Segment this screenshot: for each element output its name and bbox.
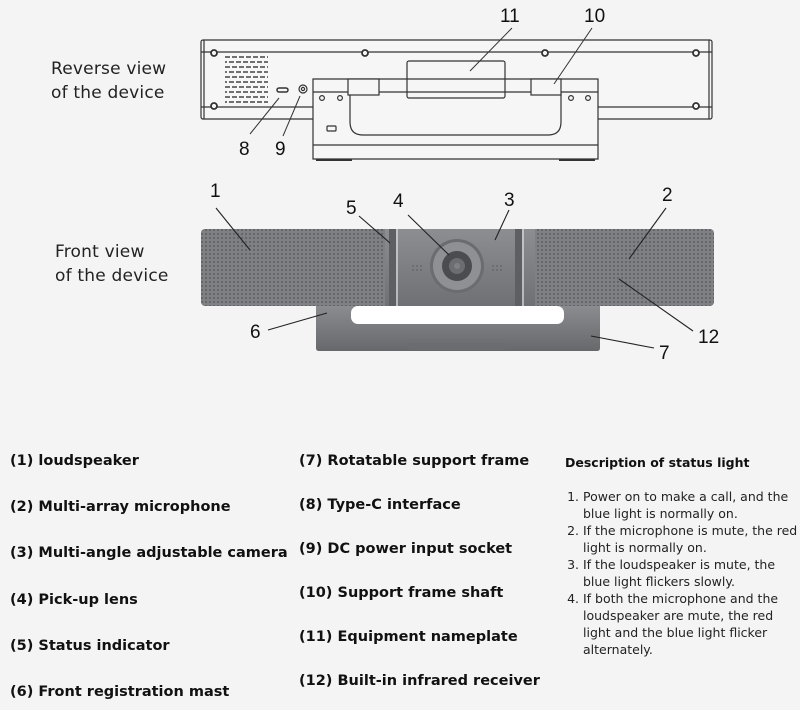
legend-label: Built-in infrared receiver xyxy=(337,673,540,689)
legend-item-6: (6) Front registration mast xyxy=(10,684,229,700)
reverse-view-drawing xyxy=(200,27,713,161)
vent-grille-icon xyxy=(225,56,268,103)
legend-label: DC power input socket xyxy=(327,541,513,557)
status-light-description: Description of status light Power on to … xyxy=(565,455,800,658)
status-light-item: Power on to make a call, and the blue li… xyxy=(583,488,800,522)
callout-3: 3 xyxy=(504,190,515,211)
legend-num: (12) xyxy=(299,673,333,689)
front-view-drawing xyxy=(201,207,714,351)
reverse-view-line1: Reverse view xyxy=(51,59,167,79)
callout-7: 7 xyxy=(659,343,670,364)
legend-label: Front registration mast xyxy=(38,684,230,700)
legend-num: (6) xyxy=(10,684,34,700)
legend-num: (11) xyxy=(299,629,333,645)
legend-num: (10) xyxy=(299,585,333,601)
legend-label: Multi-angle adjustable camera xyxy=(38,545,288,561)
legend-item-1: (1) loudspeaker xyxy=(10,453,139,469)
reverse-view-label: Reverse view of the device xyxy=(51,57,166,105)
mic-holes-icon xyxy=(412,265,502,271)
front-view-line2: of the device xyxy=(55,266,169,286)
legend-label: Rotatable support frame xyxy=(327,453,530,469)
front-view-label: Front view of the device xyxy=(55,240,169,288)
status-light-item: If the loudspeaker is mute, the blue lig… xyxy=(583,556,800,590)
legend-num: (1) xyxy=(10,453,34,469)
legend-num: (8) xyxy=(299,497,323,513)
status-light-list: Power on to make a call, and the blue li… xyxy=(565,488,800,658)
status-light-item: If both the microphone and the loudspeak… xyxy=(583,590,800,658)
legend-label: Pick-up lens xyxy=(38,592,138,608)
legend-label: Multi-array microphone xyxy=(38,499,231,515)
right-speaker-mic xyxy=(530,229,714,306)
legend-num: (7) xyxy=(299,453,323,469)
legend-num: (9) xyxy=(299,541,323,557)
legend-label: loudspeaker xyxy=(38,453,139,469)
status-light-title: Description of status light xyxy=(565,455,750,470)
nameplate-area xyxy=(406,60,506,99)
legend-num: (4) xyxy=(10,592,34,608)
callout-8: 8 xyxy=(239,139,250,160)
legend-num: (2) xyxy=(10,499,34,515)
legend-item-11: (11) Equipment nameplate xyxy=(299,629,518,645)
legend-item-5: (5) Status indicator xyxy=(10,638,170,654)
legend-label: Equipment nameplate xyxy=(337,629,518,645)
callout-6: 6 xyxy=(250,322,261,343)
legend-label: Support frame shaft xyxy=(337,585,504,601)
callout-10: 10 xyxy=(584,6,605,27)
legend-item-10: (10) Support frame shaft xyxy=(299,585,503,601)
reverse-stand xyxy=(312,78,599,160)
callout-4: 4 xyxy=(393,191,404,212)
callout-9: 9 xyxy=(275,139,286,160)
type-c-port-icon xyxy=(276,87,289,93)
legend-item-9: (9) DC power input socket xyxy=(299,541,512,557)
legend-num: (5) xyxy=(10,638,34,654)
legend-item-2: (2) Multi-array microphone xyxy=(10,499,231,515)
legend-item-3: (3) Multi-angle adjustable camera xyxy=(10,545,288,561)
callout-12: 12 xyxy=(698,327,719,348)
legend-num: (3) xyxy=(10,545,34,561)
callout-numbers: 1 2 3 4 5 6 7 8 9 10 11 12 xyxy=(210,6,719,364)
status-light-item: If the microphone is mute, the red light… xyxy=(583,522,800,556)
callout-11: 11 xyxy=(500,6,520,27)
left-loudspeaker xyxy=(201,229,391,306)
legend-label: Type-C interface xyxy=(327,497,461,513)
front-view-line1: Front view xyxy=(55,242,145,262)
device-diagram: 1 2 3 4 5 6 7 8 9 10 11 12 xyxy=(200,6,719,364)
legend-item-4: (4) Pick-up lens xyxy=(10,592,138,608)
legend-label: Status indicator xyxy=(38,638,170,654)
callout-2: 2 xyxy=(662,185,673,206)
legend-item-8: (8) Type-C interface xyxy=(299,497,461,513)
pickup-lens-icon xyxy=(430,239,484,293)
reverse-view-line2: of the device xyxy=(51,83,165,103)
callout-1: 1 xyxy=(210,181,221,202)
legend-item-7: (7) Rotatable support frame xyxy=(299,453,529,469)
dc-socket-icon xyxy=(298,84,308,94)
callout-5: 5 xyxy=(346,198,357,219)
legend-item-12: (12) Built-in infrared receiver xyxy=(299,673,540,689)
